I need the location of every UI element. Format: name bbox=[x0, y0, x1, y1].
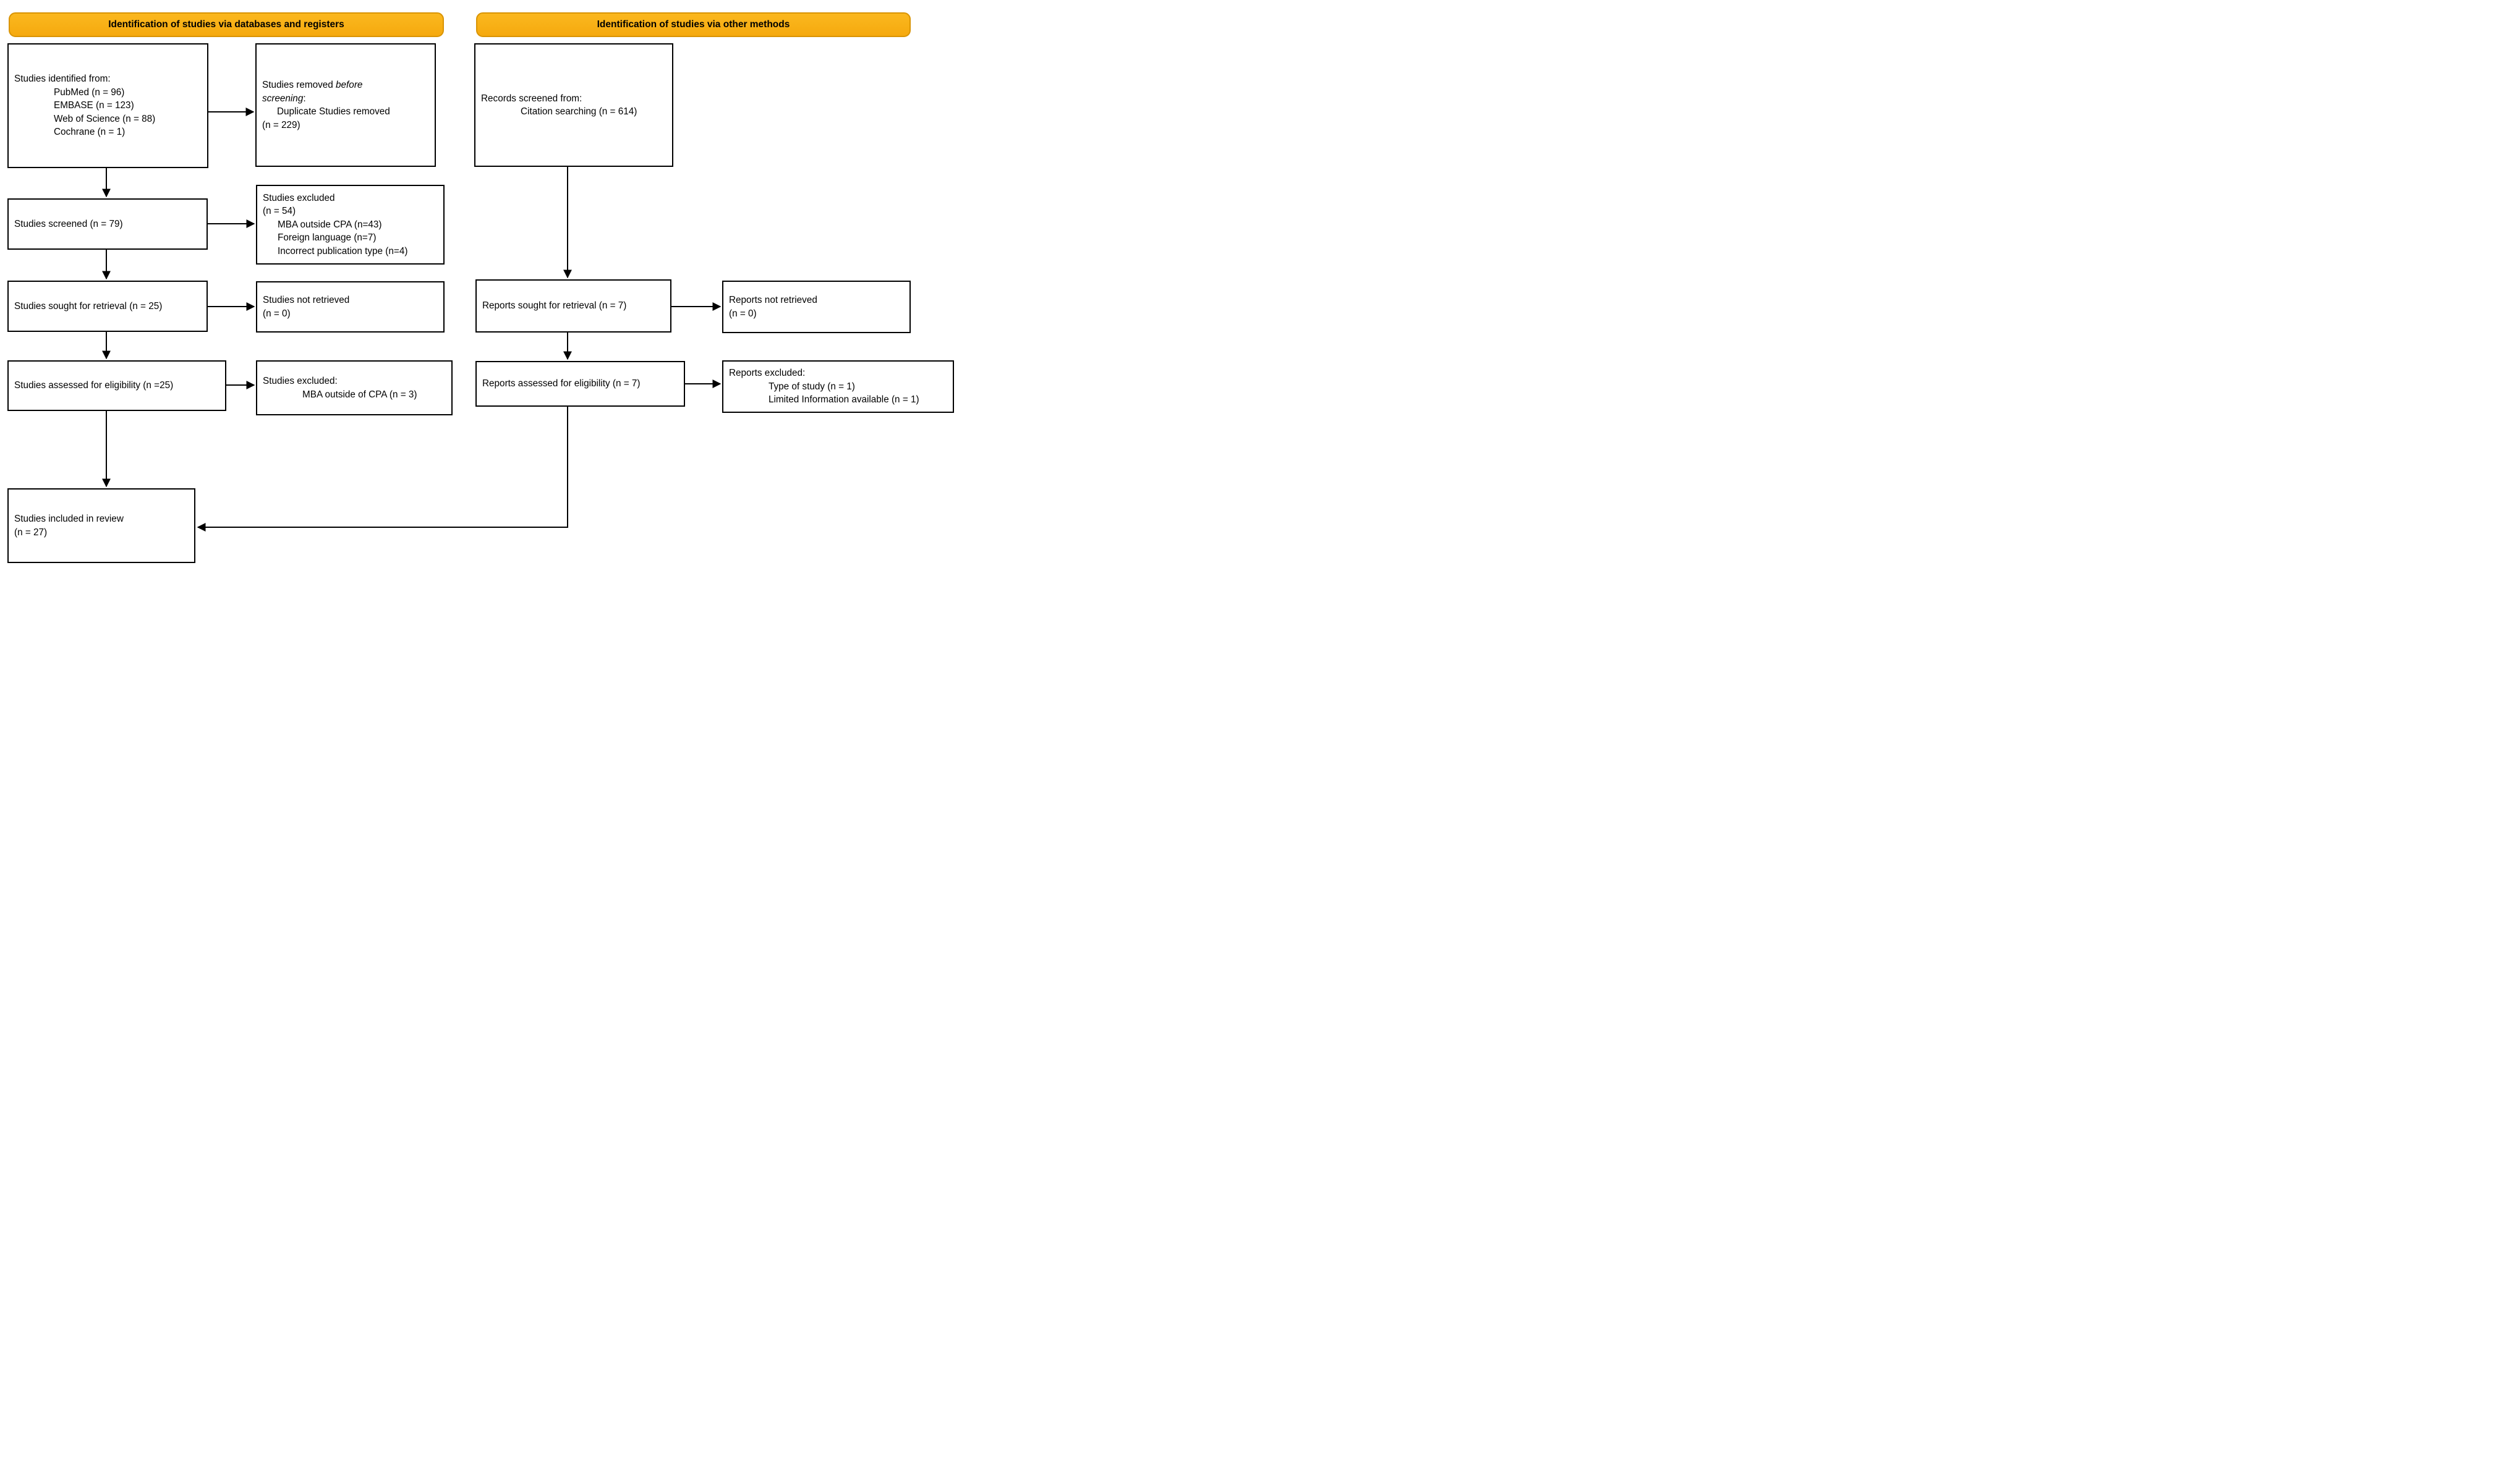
banner-other-label: Identification of studies via other meth… bbox=[597, 19, 790, 30]
source-item: Cochrane (n = 1) bbox=[54, 127, 126, 138]
box-title: Studies sought for retrieval (n = 25) bbox=[14, 300, 163, 312]
box-studies-assessed: Studies assessed for eligibility (n =25) bbox=[7, 360, 226, 411]
arrow-reports-assessed-to-included bbox=[197, 407, 568, 532]
count: (n = 0) bbox=[729, 308, 757, 319]
box-reports-assessed: Reports assessed for eligibility (n = 7) bbox=[475, 361, 685, 407]
source-item: PubMed (n = 96) bbox=[54, 87, 125, 98]
source-item: Citation searching (n = 614) bbox=[521, 106, 637, 117]
reason-item: Duplicate Studies removed bbox=[277, 106, 390, 117]
box-title: Reports sought for retrieval (n = 7) bbox=[482, 300, 627, 312]
box-studies-screened: Studies screened (n = 79) bbox=[7, 198, 208, 250]
reason-item: Incorrect publication type (n=4) bbox=[278, 245, 408, 257]
box-title: Studies assessed for eligibility (n =25) bbox=[14, 380, 174, 391]
box-title: Studies excluded bbox=[263, 192, 335, 203]
box-title: Reports not retrieved bbox=[729, 295, 817, 305]
banner-databases-label: Identification of studies via databases … bbox=[108, 19, 344, 30]
box-title: Studies screened (n = 79) bbox=[14, 218, 123, 229]
count: (n = 27) bbox=[14, 527, 48, 538]
reason-item: MBA outside CPA (n=43) bbox=[278, 219, 382, 230]
banner-databases-registers: Identification of studies via databases … bbox=[9, 12, 444, 37]
reason-item: Type of study (n = 1) bbox=[769, 381, 855, 392]
box-title: Reports excluded: bbox=[729, 368, 806, 379]
prisma-flow-diagram: Identification of studies via databases … bbox=[0, 0, 969, 572]
box-reports-excluded: Reports excluded: Type of study (n = 1) … bbox=[722, 360, 954, 413]
box-studies-removed-before-screening: Studies removed before screening: Duplic… bbox=[255, 43, 436, 167]
box-title: Studies not retrieved bbox=[263, 295, 350, 305]
count: (n = 0) bbox=[263, 308, 291, 319]
source-item: Web of Science (n = 88) bbox=[54, 113, 156, 124]
box-title: Studies identified from: bbox=[14, 74, 111, 85]
title-italic: screening bbox=[262, 93, 304, 104]
count: (n = 229) bbox=[262, 119, 300, 130]
box-studies-identified: Studies identified from: PubMed (n = 96)… bbox=[7, 43, 208, 168]
box-title-line1: Studies removed before bbox=[262, 78, 429, 92]
box-title: Reports assessed for eligibility (n = 7) bbox=[482, 378, 641, 389]
box-title-line2: screening: bbox=[262, 92, 429, 106]
title-text: Studies removed bbox=[262, 80, 336, 90]
box-studies-excluded-eligibility: Studies excluded: MBA outside of CPA (n … bbox=[256, 360, 453, 415]
box-title: Records screened from: bbox=[481, 93, 582, 104]
box-studies-excluded-screening: Studies excluded (n = 54) MBA outside CP… bbox=[256, 185, 445, 265]
box-studies-not-retrieved: Studies not retrieved (n = 0) bbox=[256, 281, 445, 333]
box-studies-included: Studies included in review (n = 27) bbox=[7, 488, 195, 563]
title-text: : bbox=[303, 93, 306, 104]
banner-other-methods: Identification of studies via other meth… bbox=[476, 12, 911, 37]
box-reports-not-retrieved: Reports not retrieved (n = 0) bbox=[722, 281, 911, 333]
reason-item: Foreign language (n=7) bbox=[278, 232, 377, 244]
reason-item: MBA outside of CPA (n = 3) bbox=[302, 389, 417, 400]
source-item: EMBASE (n = 123) bbox=[54, 100, 134, 111]
box-title: Studies excluded: bbox=[263, 376, 338, 386]
box-reports-sought: Reports sought for retrieval (n = 7) bbox=[475, 279, 671, 333]
box-records-screened: Records screened from: Citation searchin… bbox=[474, 43, 673, 167]
reason-item: Limited Information available (n = 1) bbox=[769, 394, 919, 405]
title-italic: before bbox=[336, 80, 363, 90]
box-studies-sought: Studies sought for retrieval (n = 25) bbox=[7, 281, 208, 332]
count: (n = 54) bbox=[263, 206, 296, 217]
box-title: Studies included in review bbox=[14, 514, 124, 524]
